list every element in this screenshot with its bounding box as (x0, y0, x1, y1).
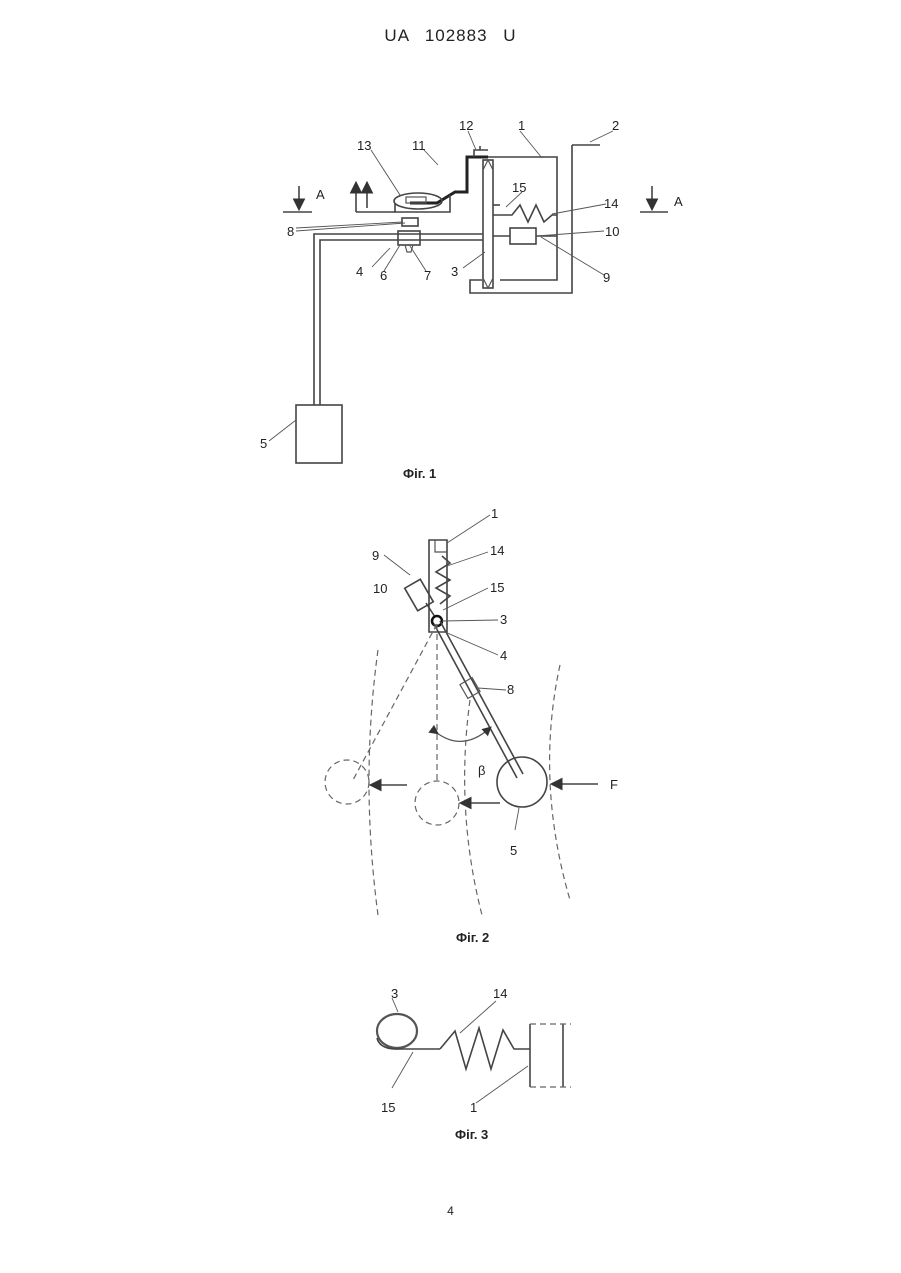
label-1-fig3: 1 (470, 1100, 477, 1115)
label-5-fig2: 5 (510, 843, 517, 858)
label-11: 11 (412, 138, 426, 153)
label-13: 13 (357, 138, 371, 153)
label-1-fig2: 1 (491, 506, 498, 521)
label-14: 14 (604, 196, 618, 211)
weight-position-center (415, 781, 459, 825)
label-9-fig2: 9 (372, 548, 379, 563)
label-15: 15 (512, 180, 526, 195)
shaft-3-fig3 (377, 1014, 417, 1048)
label-14-fig2: 14 (490, 543, 504, 558)
cable-11 (410, 157, 488, 203)
label-2: 2 (612, 118, 619, 133)
label-3-fig3: 3 (391, 986, 398, 1001)
angle-beta-label: β (478, 763, 485, 778)
caption-fig-1: Фіг. 1 (403, 466, 436, 481)
label-12: 12 (459, 118, 473, 133)
page-number: 4 (0, 1204, 901, 1218)
lamp-13 (394, 193, 442, 209)
label-7: 7 (424, 268, 431, 283)
weight-position-left (325, 760, 369, 804)
caption-fig-2: Фіг. 2 (456, 930, 489, 945)
part-8 (402, 218, 418, 226)
label-3-fig2: 3 (500, 612, 507, 627)
label-4: 4 (356, 264, 363, 279)
label-9: 9 (603, 270, 610, 285)
spring-14 (493, 205, 557, 222)
spring-14-fig3 (440, 1028, 530, 1069)
sensor-10 (510, 228, 536, 244)
section-mark-right (640, 186, 668, 212)
section-label-a-right: A (674, 194, 683, 209)
section-label-a-left: A (316, 187, 325, 202)
force-f-label: F (610, 777, 618, 792)
shaft-3 (483, 160, 493, 288)
housing-1-fig3 (530, 1024, 571, 1087)
label-15-fig2: 15 (490, 580, 504, 595)
label-10: 10 (605, 224, 619, 239)
label-14-fig3: 14 (493, 986, 507, 1001)
bracket-12 (474, 146, 488, 157)
weight-5 (296, 405, 342, 463)
label-6: 6 (380, 268, 387, 283)
label-15-fig3: 15 (381, 1100, 395, 1115)
spring-14-fig2 (436, 556, 450, 604)
label-1: 1 (518, 118, 525, 133)
label-10-fig2: 10 (373, 581, 387, 596)
label-8: 8 (287, 224, 294, 239)
weight-5-fig2 (497, 757, 547, 807)
label-4-fig2: 4 (500, 648, 507, 663)
caption-fig-3: Фіг. 3 (455, 1127, 488, 1142)
sensor-6 (398, 231, 420, 245)
housing-1 (470, 145, 600, 293)
section-mark-left (283, 186, 312, 212)
arm-4-fig2 (434, 621, 523, 778)
label-8-fig2: 8 (507, 682, 514, 697)
label-5: 5 (260, 436, 267, 451)
label-3: 3 (451, 264, 458, 279)
lever-4 (314, 234, 483, 405)
